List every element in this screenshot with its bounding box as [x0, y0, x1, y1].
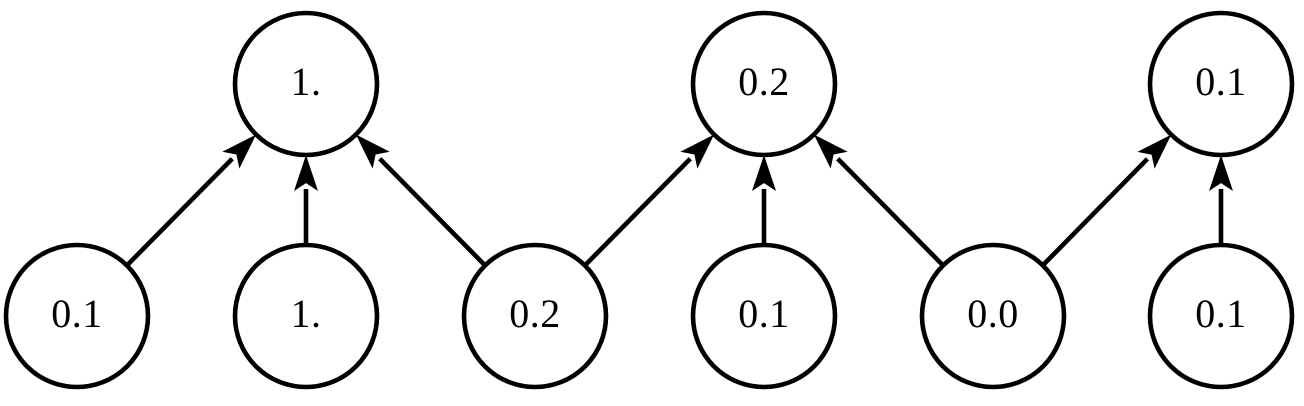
node-b4[interactable]: 0.0 — [919, 242, 1067, 390]
node-label: 0.1 — [1195, 59, 1247, 104]
edge-b2-to-t1 — [583, 134, 715, 268]
node-label: 0.1 — [51, 291, 103, 336]
edge-b3-to-t1 — [752, 155, 776, 245]
node-label: 0.1 — [1195, 291, 1247, 336]
node-circle[interactable] — [232, 242, 380, 390]
edge-b5-to-t2 — [1209, 155, 1233, 245]
node-t2[interactable]: 0.1 — [1147, 10, 1295, 158]
node-circle[interactable] — [1147, 10, 1295, 158]
arrowhead-icon — [752, 155, 776, 191]
node-label: 0.2 — [738, 59, 790, 104]
edge-shaft — [125, 157, 234, 268]
edges-layer — [125, 134, 1233, 268]
arrowhead-icon — [1137, 134, 1172, 169]
nodes-layer: 1. 0.2 0.1 0.1 1. 0.2 0.1 0.0 0.1 — [3, 10, 1295, 390]
edge-shaft — [378, 157, 487, 268]
edge-b1-to-t0 — [294, 155, 318, 245]
edge-shaft — [836, 157, 945, 268]
node-circle[interactable] — [232, 10, 380, 158]
node-b2[interactable]: 0.2 — [461, 242, 609, 390]
edge-shaft — [583, 157, 692, 268]
node-circle[interactable] — [461, 242, 609, 390]
edge-b4-to-t1 — [813, 134, 945, 268]
node-b5[interactable]: 0.1 — [1147, 242, 1295, 390]
node-b1[interactable]: 1. — [232, 242, 380, 390]
node-circle[interactable] — [690, 242, 838, 390]
node-b0[interactable]: 0.1 — [3, 242, 151, 390]
arrowhead-icon — [294, 155, 318, 191]
node-t1[interactable]: 0.2 — [690, 10, 838, 158]
node-circle[interactable] — [1147, 242, 1295, 390]
node-circle[interactable] — [3, 242, 151, 390]
node-label: 1. — [291, 59, 322, 104]
arrowhead-icon — [680, 134, 715, 169]
arrowhead-icon — [355, 134, 390, 169]
edge-shaft — [1041, 157, 1150, 267]
node-circle[interactable] — [690, 10, 838, 158]
node-t0[interactable]: 1. — [232, 10, 380, 158]
node-label: 0.1 — [738, 291, 790, 336]
node-label: 0.2 — [509, 291, 561, 336]
arrowhead-icon — [813, 134, 848, 169]
node-label: 1. — [291, 291, 322, 336]
node-label: 0.0 — [967, 291, 1019, 336]
edge-b4-to-t2 — [1041, 134, 1172, 267]
arrowhead-icon — [222, 134, 257, 169]
node-b3[interactable]: 0.1 — [690, 242, 838, 390]
edge-b0-to-t0 — [125, 134, 257, 268]
edge-b2-to-t0 — [355, 134, 487, 268]
node-circle[interactable] — [919, 242, 1067, 390]
arrowhead-icon — [1209, 155, 1233, 191]
